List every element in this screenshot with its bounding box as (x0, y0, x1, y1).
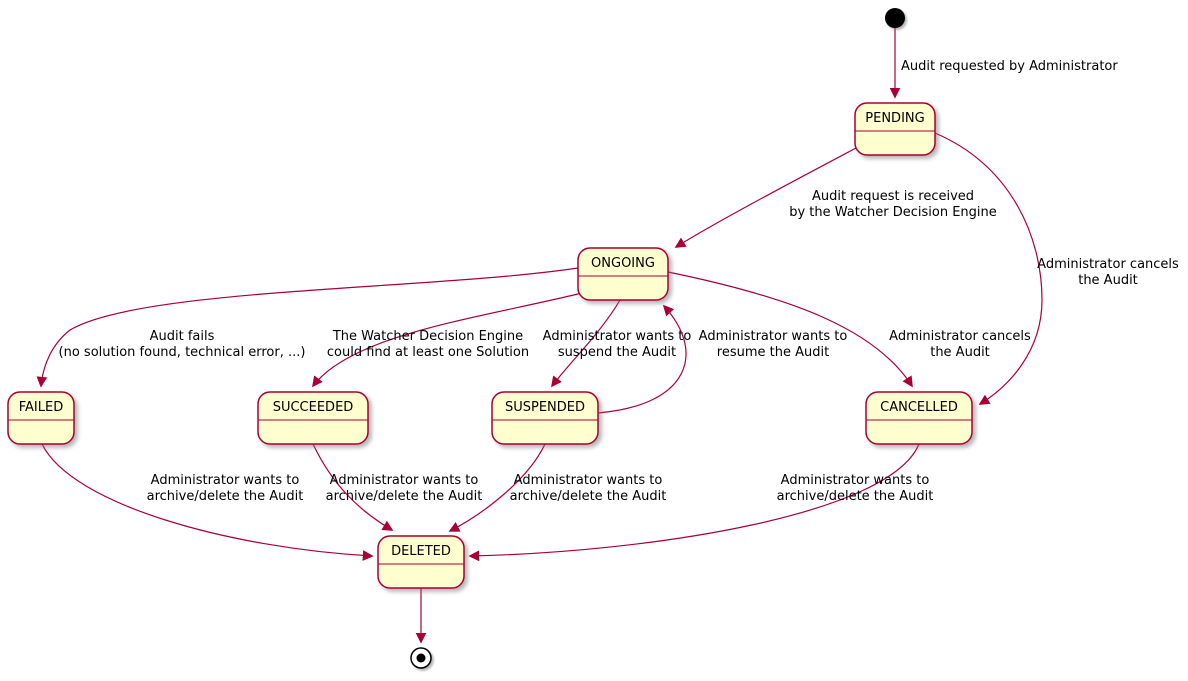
final-state-inner-dot (416, 653, 426, 663)
state-pending-box (854, 102, 936, 156)
transition-ongoing-to-failed-label-1: Audit fails (150, 329, 215, 344)
state-suspended: SUSPENDED (491, 391, 599, 445)
transition-ongoing-to-failed (36, 267, 579, 388)
state-succeeded: SUCCEEDED (257, 391, 369, 445)
transition-ongoing-to-succeeded (312, 292, 583, 388)
transition-pending-to-cancelled-label-2: the Audit (1078, 273, 1138, 288)
transition-suspended-to-ongoing (597, 304, 687, 414)
transition-pending-to-cancelled (934, 132, 1043, 405)
state-ongoing-label: ONGOING (591, 256, 655, 271)
state-ongoing-box (577, 247, 669, 301)
state-cancelled-box (865, 391, 973, 445)
transition-failed-to-deleted (41, 443, 374, 561)
transition-cancelled-to-deleted (468, 443, 920, 562)
transition-pending-to-ongoing-label-2: by the Watcher Decision Engine (789, 205, 997, 220)
transition-ongoing-to-suspended-label-1: Administrator wants to (543, 329, 692, 344)
state-deleted-label: DELETED (391, 544, 451, 559)
transition-start-to-pending-label: Audit requested by Administrator (901, 59, 1118, 74)
transition-pending-to-ongoing-label-1: Audit request is received (812, 189, 974, 204)
transition-pending-to-ongoing (674, 147, 857, 248)
transition-suspended-to-ongoing-label-2: resume the Audit (717, 345, 829, 360)
transition-pending-to-cancelled-label-1: Administrator cancels (1037, 257, 1179, 272)
transition-failed-to-deleted-label-1: Administrator wants to (151, 473, 300, 488)
transition-ongoing-to-suspended (551, 299, 621, 388)
state-failed-box (7, 391, 75, 445)
initial-state-dot (885, 8, 905, 28)
transition-succeeded-to-deleted-label-1: Administrator wants to (330, 473, 479, 488)
final-state-icon (410, 647, 432, 669)
state-suspended-label: SUSPENDED (505, 400, 585, 415)
state-deleted: DELETED (377, 535, 465, 589)
transition-ongoing-to-succeeded-label-2: could find at least one Solution (327, 345, 529, 360)
transition-ongoing-to-cancelled-label-1: Administrator cancels (889, 329, 1031, 344)
transition-succeeded-to-deleted (312, 443, 394, 531)
state-succeeded-label: SUCCEEDED (273, 400, 354, 415)
transition-ongoing-to-failed-label-2: (no solution found, technical error, ...… (59, 345, 306, 360)
transition-ongoing-to-suspended-label-2: suspend the Audit (558, 345, 676, 360)
state-deleted-box (377, 535, 465, 589)
state-failed: FAILED (7, 391, 75, 445)
transition-suspended-to-ongoing-label-1: Administrator wants to (699, 329, 848, 344)
transition-suspended-to-deleted-label-2: archive/delete the Audit (510, 489, 667, 504)
state-ongoing: ONGOING (577, 247, 669, 301)
state-succeeded-box (257, 391, 369, 445)
transition-cancelled-to-deleted-label-1: Administrator wants to (781, 473, 930, 488)
transition-suspended-to-deleted-label-1: Administrator wants to (514, 473, 663, 488)
state-cancelled-label: CANCELLED (880, 400, 958, 415)
transition-succeeded-to-deleted-label-2: archive/delete the Audit (326, 489, 483, 504)
state-cancelled: CANCELLED (865, 391, 973, 445)
state-failed-label: FAILED (19, 400, 63, 415)
state-suspended-box (491, 391, 599, 445)
transition-cancelled-to-deleted-label-2: archive/delete the Audit (777, 489, 934, 504)
transition-ongoing-to-cancelled (667, 271, 913, 388)
transition-suspended-to-deleted (448, 443, 546, 532)
transition-ongoing-to-cancelled-label-2: the Audit (930, 345, 990, 360)
transition-ongoing-to-succeeded-label-1: The Watcher Decision Engine (332, 329, 523, 344)
state-pending: PENDING (854, 102, 936, 156)
state-pending-label: PENDING (865, 111, 924, 126)
transition-failed-to-deleted-label-2: archive/delete the Audit (147, 489, 304, 504)
